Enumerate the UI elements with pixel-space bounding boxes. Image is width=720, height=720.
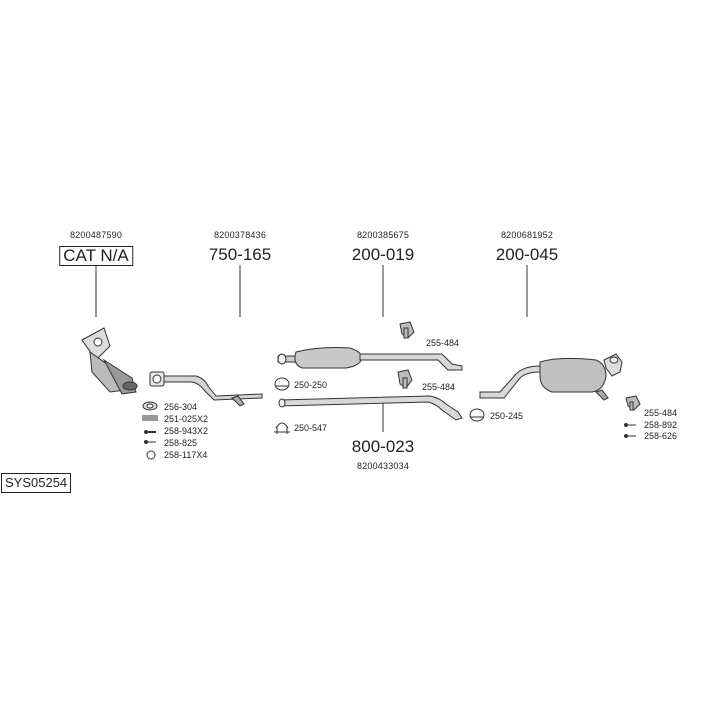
rubber-hanger-drawing bbox=[399, 321, 415, 339]
oem-number: 8200385675 bbox=[356, 230, 410, 240]
fitting-label[interactable]: 256-304 bbox=[164, 402, 198, 412]
system-id-label: SYS05254 bbox=[1, 473, 72, 493]
part-number[interactable]: CAT N/A bbox=[59, 246, 133, 266]
fitting-label[interactable]: 255-484 bbox=[426, 338, 460, 348]
fitting-label[interactable]: 250-245 bbox=[490, 411, 524, 421]
front-pipe-drawing bbox=[149, 371, 263, 407]
small-fittings-right-drawing bbox=[624, 395, 641, 438]
part-number[interactable]: 800-023 bbox=[351, 437, 415, 456]
part-number[interactable]: 200-019 bbox=[351, 245, 415, 264]
middle-silencer-drawing bbox=[277, 347, 463, 371]
fitting-label[interactable]: 258-943X2 bbox=[164, 426, 209, 436]
fitting-label[interactable]: 258-825 bbox=[164, 438, 198, 448]
small-fittings-left-drawing bbox=[142, 401, 158, 460]
rubber-hanger-drawing bbox=[397, 369, 413, 389]
part-number[interactable]: 750-165 bbox=[208, 245, 272, 264]
pipe-clamp-drawing bbox=[469, 408, 485, 422]
oem-number: 8200433034 bbox=[356, 461, 410, 471]
catalytic-converter-drawing bbox=[81, 327, 138, 395]
fitting-label[interactable]: 251-025X2 bbox=[164, 414, 209, 424]
oem-number: 8200487590 bbox=[69, 230, 123, 240]
fitting-label[interactable]: 258-892 bbox=[644, 420, 678, 430]
intermediate-pipe-drawing bbox=[278, 395, 463, 421]
fitting-label[interactable]: 255-484 bbox=[422, 382, 456, 392]
rear-silencer-drawing bbox=[479, 353, 623, 401]
fitting-label[interactable]: 250-250 bbox=[294, 380, 328, 390]
pipe-clamp-drawing bbox=[274, 422, 290, 434]
fitting-label[interactable]: 258-626 bbox=[644, 431, 678, 441]
fitting-label[interactable]: 258-117X4 bbox=[164, 450, 208, 460]
fitting-label[interactable]: 250-547 bbox=[294, 423, 328, 433]
oem-number: 8200681952 bbox=[500, 230, 554, 240]
pipe-clamp-drawing bbox=[274, 377, 290, 391]
fitting-label[interactable]: 255-484 bbox=[644, 408, 678, 418]
part-number[interactable]: 200-045 bbox=[495, 245, 559, 264]
oem-number: 8200378436 bbox=[213, 230, 267, 240]
